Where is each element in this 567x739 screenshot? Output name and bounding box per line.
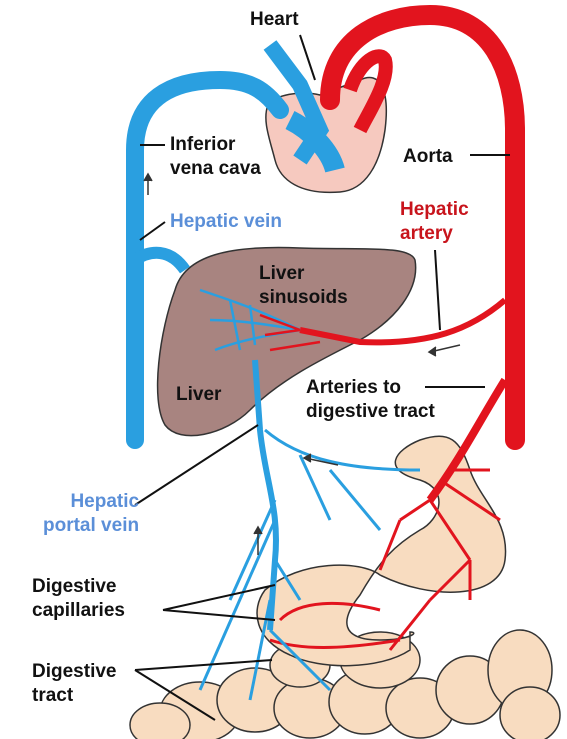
label-inferior-vena-cava: Inferior vena cava: [170, 134, 261, 179]
label-hepatic-portal-vein: Hepatic portal vein: [43, 491, 140, 536]
liver-sinusoids-red: [259, 313, 321, 352]
hepatic-portal-vein: [252, 359, 279, 631]
aorta: [320, 4, 525, 450]
label-liver-sinusoids: Liver sinusoids: [259, 263, 348, 308]
label-hepatic-artery: Hepatic artery: [400, 199, 469, 244]
label-aorta: Aorta: [403, 146, 453, 167]
label-liver: Liver: [176, 384, 222, 405]
digestive-venules: [198, 428, 421, 701]
hepatic-artery: [299, 297, 507, 346]
label-arteries-to-digestive-tract: Arteries to digestive tract: [306, 377, 435, 422]
label-heart: Heart: [250, 9, 299, 30]
flow-arrows: [143, 172, 461, 555]
digestive-arterioles: [269, 468, 501, 651]
label-digestive-tract: Digestive tract: [32, 661, 117, 706]
inferior-vena-cava: [126, 70, 289, 449]
arteries-to-digestive-tract: [426, 377, 509, 503]
label-digestive-capillaries: Digestive capillaries: [32, 576, 125, 621]
leader-lines: [134, 34, 510, 721]
label-hepatic-vein: Hepatic vein: [170, 211, 282, 232]
